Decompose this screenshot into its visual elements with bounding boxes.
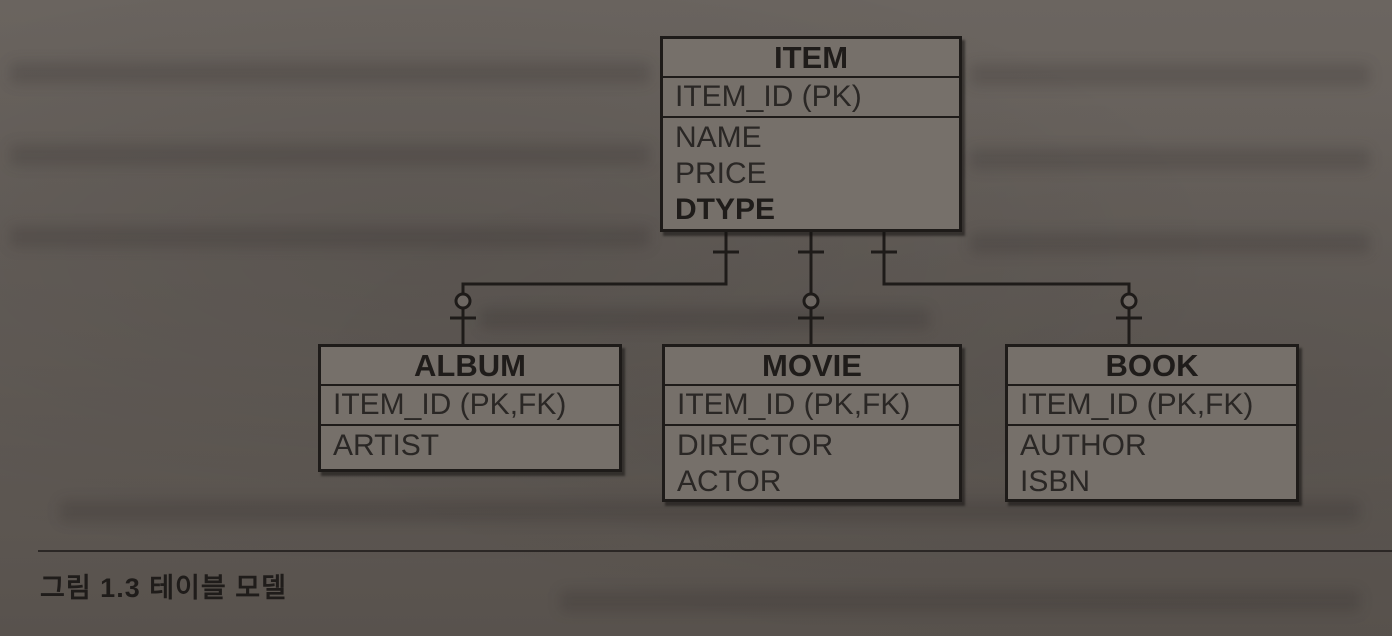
item-album-relation-line bbox=[461, 230, 728, 345]
attribute-list: AUTHOR ISBN bbox=[1008, 426, 1296, 500]
entity-movie: MOVIE ITEM_ID (PK,FK) DIRECTOR ACTOR bbox=[662, 344, 962, 502]
entity-name: ALBUM bbox=[321, 347, 619, 386]
bleed-through-line bbox=[970, 64, 1370, 86]
attribute-artist: ARTIST bbox=[333, 429, 440, 462]
attribute-price: PRICE bbox=[675, 157, 767, 190]
entity-album: ALBUM ITEM_ID (PK,FK) ARTIST bbox=[318, 344, 622, 472]
item-book-relation-line bbox=[882, 230, 1131, 345]
entity-name: ITEM bbox=[663, 39, 959, 78]
entity-item: ITEM ITEM_ID (PK) NAME PRICE DTYPE bbox=[660, 36, 962, 232]
primary-key-field: ITEM_ID (PK,FK) bbox=[665, 386, 959, 426]
attribute-actor: ACTOR bbox=[677, 465, 782, 498]
attribute-director: DIRECTOR bbox=[677, 429, 834, 462]
caption-divider bbox=[38, 550, 1392, 552]
primary-key-field: ITEM_ID (PK,FK) bbox=[1008, 386, 1296, 426]
album-optional-circle bbox=[454, 292, 472, 310]
bleed-through-line bbox=[480, 308, 930, 330]
attribute-author: AUTHOR bbox=[1020, 429, 1147, 462]
attribute-list: ARTIST bbox=[321, 426, 619, 464]
bleed-through-line bbox=[10, 144, 650, 166]
entity-name: MOVIE bbox=[665, 347, 959, 386]
movie-optional-circle bbox=[802, 292, 820, 310]
primary-key-field: ITEM_ID (PK,FK) bbox=[321, 386, 619, 426]
attribute-isbn: ISBN bbox=[1020, 465, 1091, 498]
primary-key-field: ITEM_ID (PK) bbox=[663, 78, 959, 118]
bleed-through-line bbox=[10, 62, 650, 84]
attribute-name: NAME bbox=[675, 121, 762, 154]
bleed-through-line bbox=[970, 232, 1370, 254]
attribute-list: NAME PRICE DTYPE bbox=[663, 118, 959, 228]
bleed-through-line bbox=[560, 590, 1360, 612]
book-optional-circle bbox=[1120, 292, 1138, 310]
entity-book: BOOK ITEM_ID (PK,FK) AUTHOR ISBN bbox=[1005, 344, 1299, 502]
bleed-through-line bbox=[60, 500, 1360, 522]
figure-caption: 그림 1.3 테이블 모델 bbox=[40, 573, 287, 603]
entity-name: BOOK bbox=[1008, 347, 1296, 386]
attribute-list: DIRECTOR ACTOR bbox=[665, 426, 959, 500]
bleed-through-line bbox=[10, 226, 650, 248]
bleed-through-line bbox=[970, 148, 1370, 170]
attribute-dtype: DTYPE bbox=[675, 193, 776, 226]
